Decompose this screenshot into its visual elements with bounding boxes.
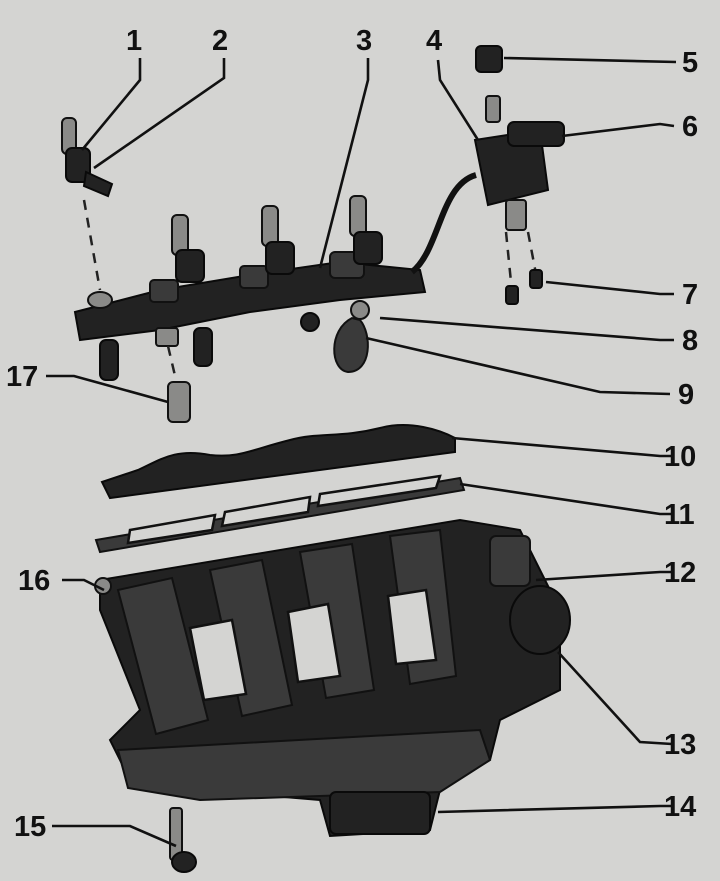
callout-17: 17: [6, 361, 38, 393]
callout-5: 5: [682, 47, 698, 79]
callout-10: 10: [664, 441, 696, 473]
callout-14: 14: [664, 791, 696, 823]
sensor: [166, 345, 191, 423]
callout-9: 9: [678, 379, 694, 411]
callout-15: 15: [14, 811, 46, 843]
callout-4: 4: [426, 25, 442, 57]
callout-2: 2: [212, 25, 228, 57]
intake-manifold: [94, 518, 571, 838]
bolt: [169, 807, 197, 873]
callout-labels: 1 2 3 4 5 6 7 8 9 10 11 12 13 14 15 16 1…: [6, 25, 698, 843]
fuel-injectors: [171, 195, 383, 283]
callout-6: 6: [682, 111, 698, 143]
callout-3: 3: [356, 25, 372, 57]
callout-8: 8: [682, 325, 698, 357]
callout-11: 11: [664, 499, 695, 531]
callout-12: 12: [664, 557, 696, 589]
leader-lines: [46, 56, 677, 848]
callout-7: 7: [682, 279, 698, 311]
fuel-rail: [73, 251, 427, 381]
lower-gasket: [94, 474, 466, 554]
callout-13: 13: [664, 729, 696, 761]
callout-16: 16: [18, 565, 50, 597]
separate-injector: [61, 117, 114, 309]
rail-clip: [333, 316, 369, 374]
upper-gasket: [100, 424, 456, 500]
callout-1: 1: [126, 25, 142, 57]
pressure-regulator: [409, 45, 565, 305]
